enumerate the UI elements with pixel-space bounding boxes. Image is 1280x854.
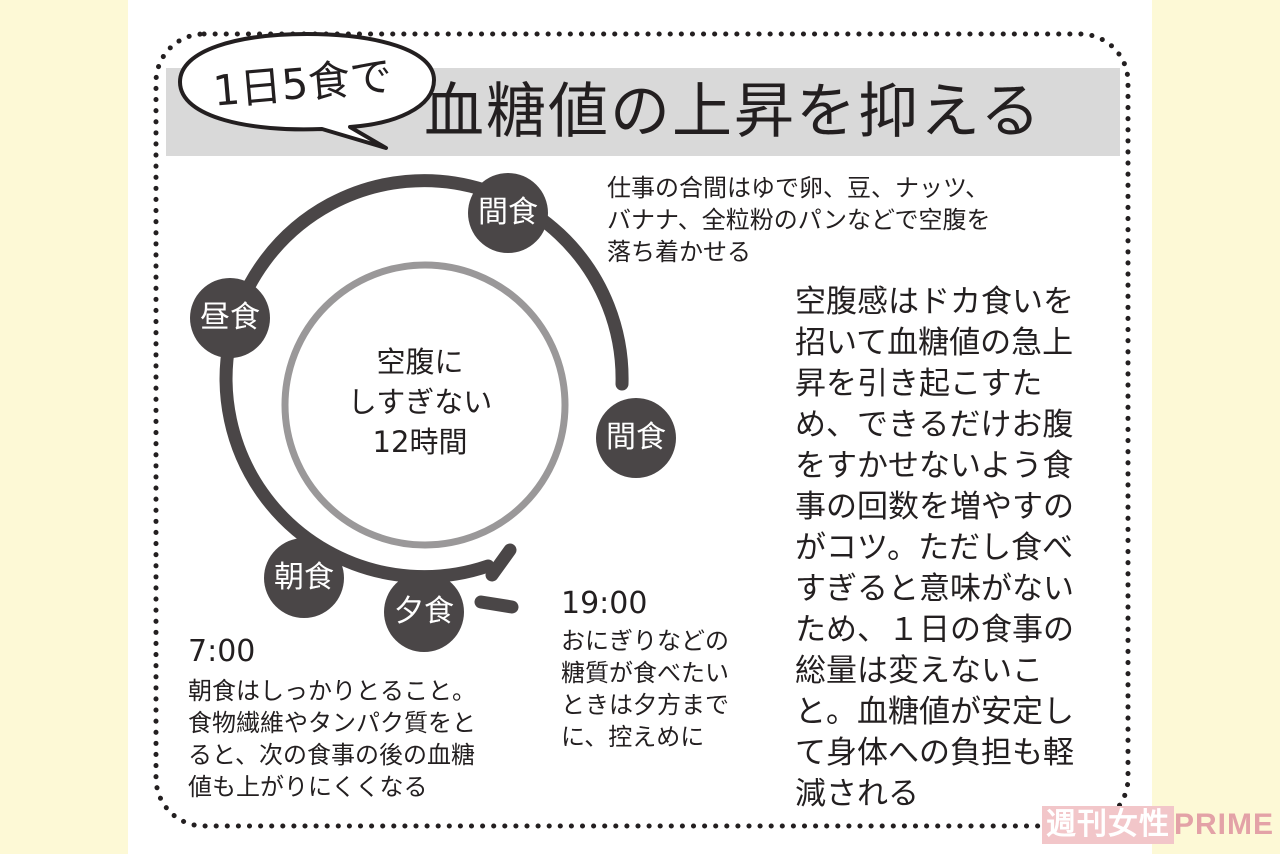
center-ring [281,261,569,549]
logo-part1: 週刊女性 [1042,806,1174,844]
dinner-time: 19:00 [561,586,648,621]
body-line: すぎると意味がない [795,571,1074,607]
note-line: ると、次の食事の後の血糖 [188,741,476,769]
breakfast-time: 7:00 [188,634,256,669]
body-line: 空腹感はドカ食いを [795,284,1074,320]
cycle-arrowhead [474,543,519,614]
meal-snack-right: 間食 [596,398,676,478]
note-line: 値も上がりにくくなる [188,773,428,801]
body-line: がコツ。ただし食べ [795,530,1074,566]
meal-snack-top: 間食 [468,173,548,253]
note-line: 仕事の合間はゆで卵、豆、ナッツ、 [607,174,990,202]
dinner-note: おにぎりなどの 糖質が食べたい ときは夕方まで に、控えめに [561,625,729,753]
body-line: め、できるだけお腹 [795,407,1074,443]
explanation-text: 空腹感はドカ食いを 招いて血糖値の急上 昇を引き起こすた め、できるだけお腹 を… [795,282,1095,815]
meal-dinner: 夕食 [384,572,464,652]
note-line: に、控えめに [561,723,705,751]
body-line: 招いて血糖値の急上 [795,325,1074,361]
meal-lunch: 昼食 [190,278,270,358]
logo-part2: PRIME [1174,808,1275,841]
note-line: 朝食はしっかりとること。 [188,677,476,705]
note-line: 食物繊維やタンパク質をと [188,709,476,737]
dotted-border [153,31,1131,829]
note-line: バナナ、全粒粉のパンなどで空腹を [607,206,991,234]
speech-bubble [178,32,436,150]
center-line: 12時間 [372,425,468,459]
body-line: 昇を引き起こすた [795,366,1043,402]
body-line: 事の回数を増やすの [795,489,1074,525]
body-line: 総量は変えないこ [795,653,1043,689]
body-line: と。血糖値が安定し [795,694,1074,730]
note-line: 糖質が食べたい [561,659,729,687]
center-line: しすぎない [347,385,493,419]
snack-note: 仕事の合間はゆで卵、豆、ナッツ、 バナナ、全粒粉のパンなどで空腹を 落ち着かせる [607,172,991,268]
center-line: 空腹に [376,345,464,379]
center-label: 空腹に しすぎない 12時間 [320,342,520,462]
note-line: おにぎりなどの [561,627,729,655]
body-line: て身体への負担も軽 [795,735,1074,771]
note-line: 落ち着かせる [607,238,751,266]
body-line: をすかせないよう食 [795,448,1074,484]
meal-breakfast: 朝食 [264,538,344,618]
body-line: 減される [795,776,919,812]
body-line: ため、１日の食事の [795,612,1074,648]
page-title: 血糖値の上昇を抑える [424,77,1043,147]
breakfast-note: 朝食はしっかりとること。 食物繊維やタンパク質をと ると、次の食事の後の血糖 値… [188,675,476,803]
note-line: ときは夕方まで [561,691,729,719]
